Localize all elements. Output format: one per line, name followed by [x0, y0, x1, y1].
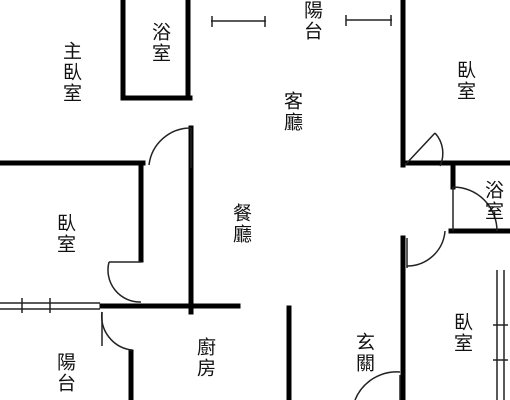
door-arc — [354, 371, 401, 400]
room-label-balcony-top: 陽台 — [301, 0, 323, 42]
window-lines — [0, 15, 508, 400]
room-label-bath-top: 浴室 — [149, 22, 171, 64]
door-arc — [148, 127, 192, 166]
room-label-bedroom-left: 臥室 — [54, 213, 76, 255]
room-label-balcony-bottom-left: 陽台 — [54, 352, 76, 394]
door-leaf — [404, 132, 436, 166]
door-arc — [406, 230, 446, 267]
room-label-bedroom-top-right: 臥室 — [454, 60, 476, 102]
room-label-master-bedroom: 主臥室 — [60, 41, 82, 104]
room-label-dining-room: 餐廳 — [230, 203, 252, 245]
room-label-bath-right: 浴室 — [482, 180, 504, 222]
room-label-kitchen: 廚房 — [194, 337, 216, 379]
room-label-bedroom-bottom-right: 臥室 — [451, 312, 473, 354]
doors — [100, 127, 498, 400]
door-arc — [107, 261, 142, 303]
door-arc — [452, 186, 498, 232]
door-arc — [100, 311, 133, 351]
door-arc — [434, 132, 444, 167]
room-label-living-room: 客廳 — [281, 91, 303, 133]
room-label-entrance: 玄關 — [353, 332, 375, 374]
